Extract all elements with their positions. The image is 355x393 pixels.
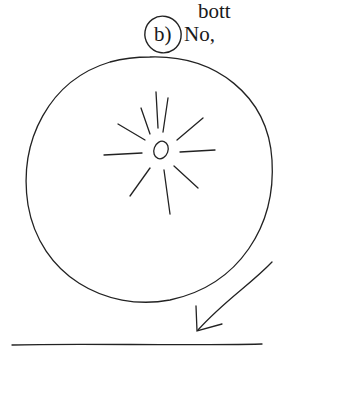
ellipse-outline — [138, 9, 189, 60]
curved-arrow — [198, 262, 272, 330]
item-letter: b) — [154, 24, 172, 45]
handwritten-note: bott — [198, 1, 231, 22]
arrow-head — [196, 306, 222, 331]
circled-label: b) — [146, 18, 180, 51]
big-circle — [26, 57, 272, 302]
center-oval — [151, 139, 170, 161]
handwritten-note: No, — [184, 24, 215, 45]
ground-line — [12, 344, 262, 345]
rays — [104, 92, 215, 214]
